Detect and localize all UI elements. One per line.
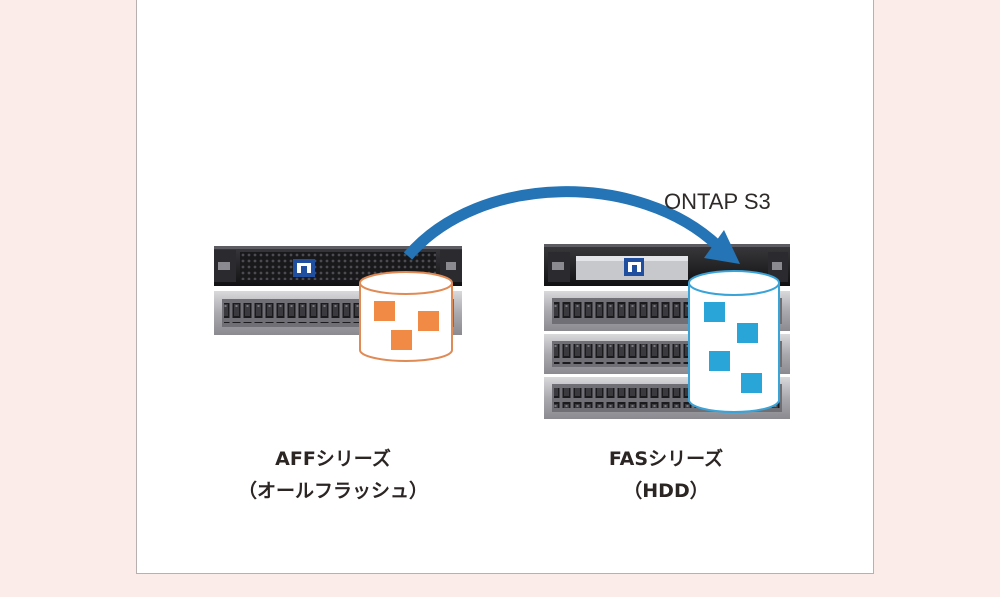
curved-arrow-icon bbox=[403, 186, 740, 264]
target-caption: FASシリーズ （HDD） bbox=[540, 443, 792, 507]
target-caption-line1: FASシリーズ bbox=[608, 448, 724, 470]
netapp-logo-icon bbox=[624, 258, 644, 276]
target-caption-line2: （HDD） bbox=[623, 480, 709, 502]
source-caption-line1: AFFシリーズ bbox=[275, 448, 391, 470]
target-bucket-icon bbox=[688, 270, 780, 413]
netapp-logo-icon bbox=[293, 259, 315, 277]
flow-label: ONTAP S3 bbox=[664, 189, 771, 214]
source-bucket-icon bbox=[359, 271, 453, 362]
source-caption-line2: （オールフラッシュ） bbox=[237, 480, 428, 502]
source-caption: AFFシリーズ （オールフラッシュ） bbox=[203, 443, 463, 507]
